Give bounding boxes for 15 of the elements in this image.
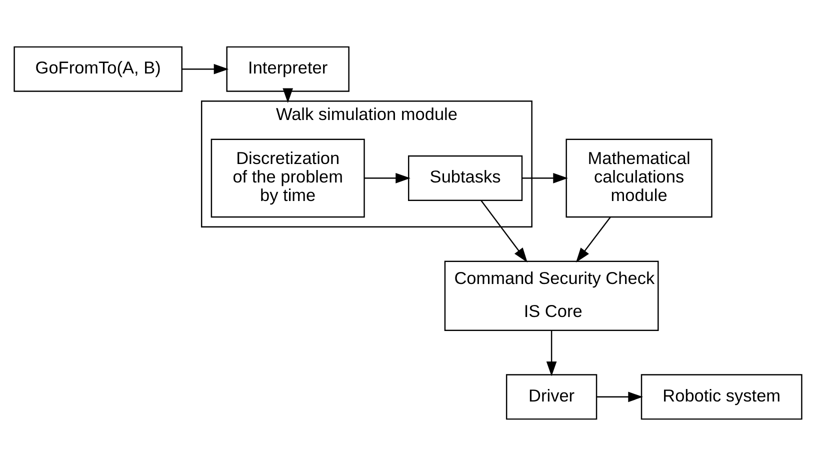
node-box: Robotic system bbox=[640, 374, 802, 420]
arrow bbox=[182, 64, 228, 74]
arrow bbox=[364, 172, 410, 184]
arrow bbox=[480, 200, 527, 262]
arrow bbox=[596, 392, 642, 402]
arrow bbox=[575, 216, 610, 263]
arrow bbox=[522, 172, 568, 184]
node-box: Command Security Check IS Core bbox=[444, 260, 658, 331]
node-box: Driver bbox=[505, 374, 597, 420]
node-box: GoFromTo(A, B) bbox=[13, 46, 182, 92]
node-box: Subtasks bbox=[408, 155, 522, 201]
node-box: Discretization of the problem by time bbox=[210, 138, 364, 218]
arrow bbox=[546, 330, 556, 376]
node-box: Mathematical calculations module bbox=[565, 138, 712, 218]
arrow bbox=[282, 88, 293, 104]
